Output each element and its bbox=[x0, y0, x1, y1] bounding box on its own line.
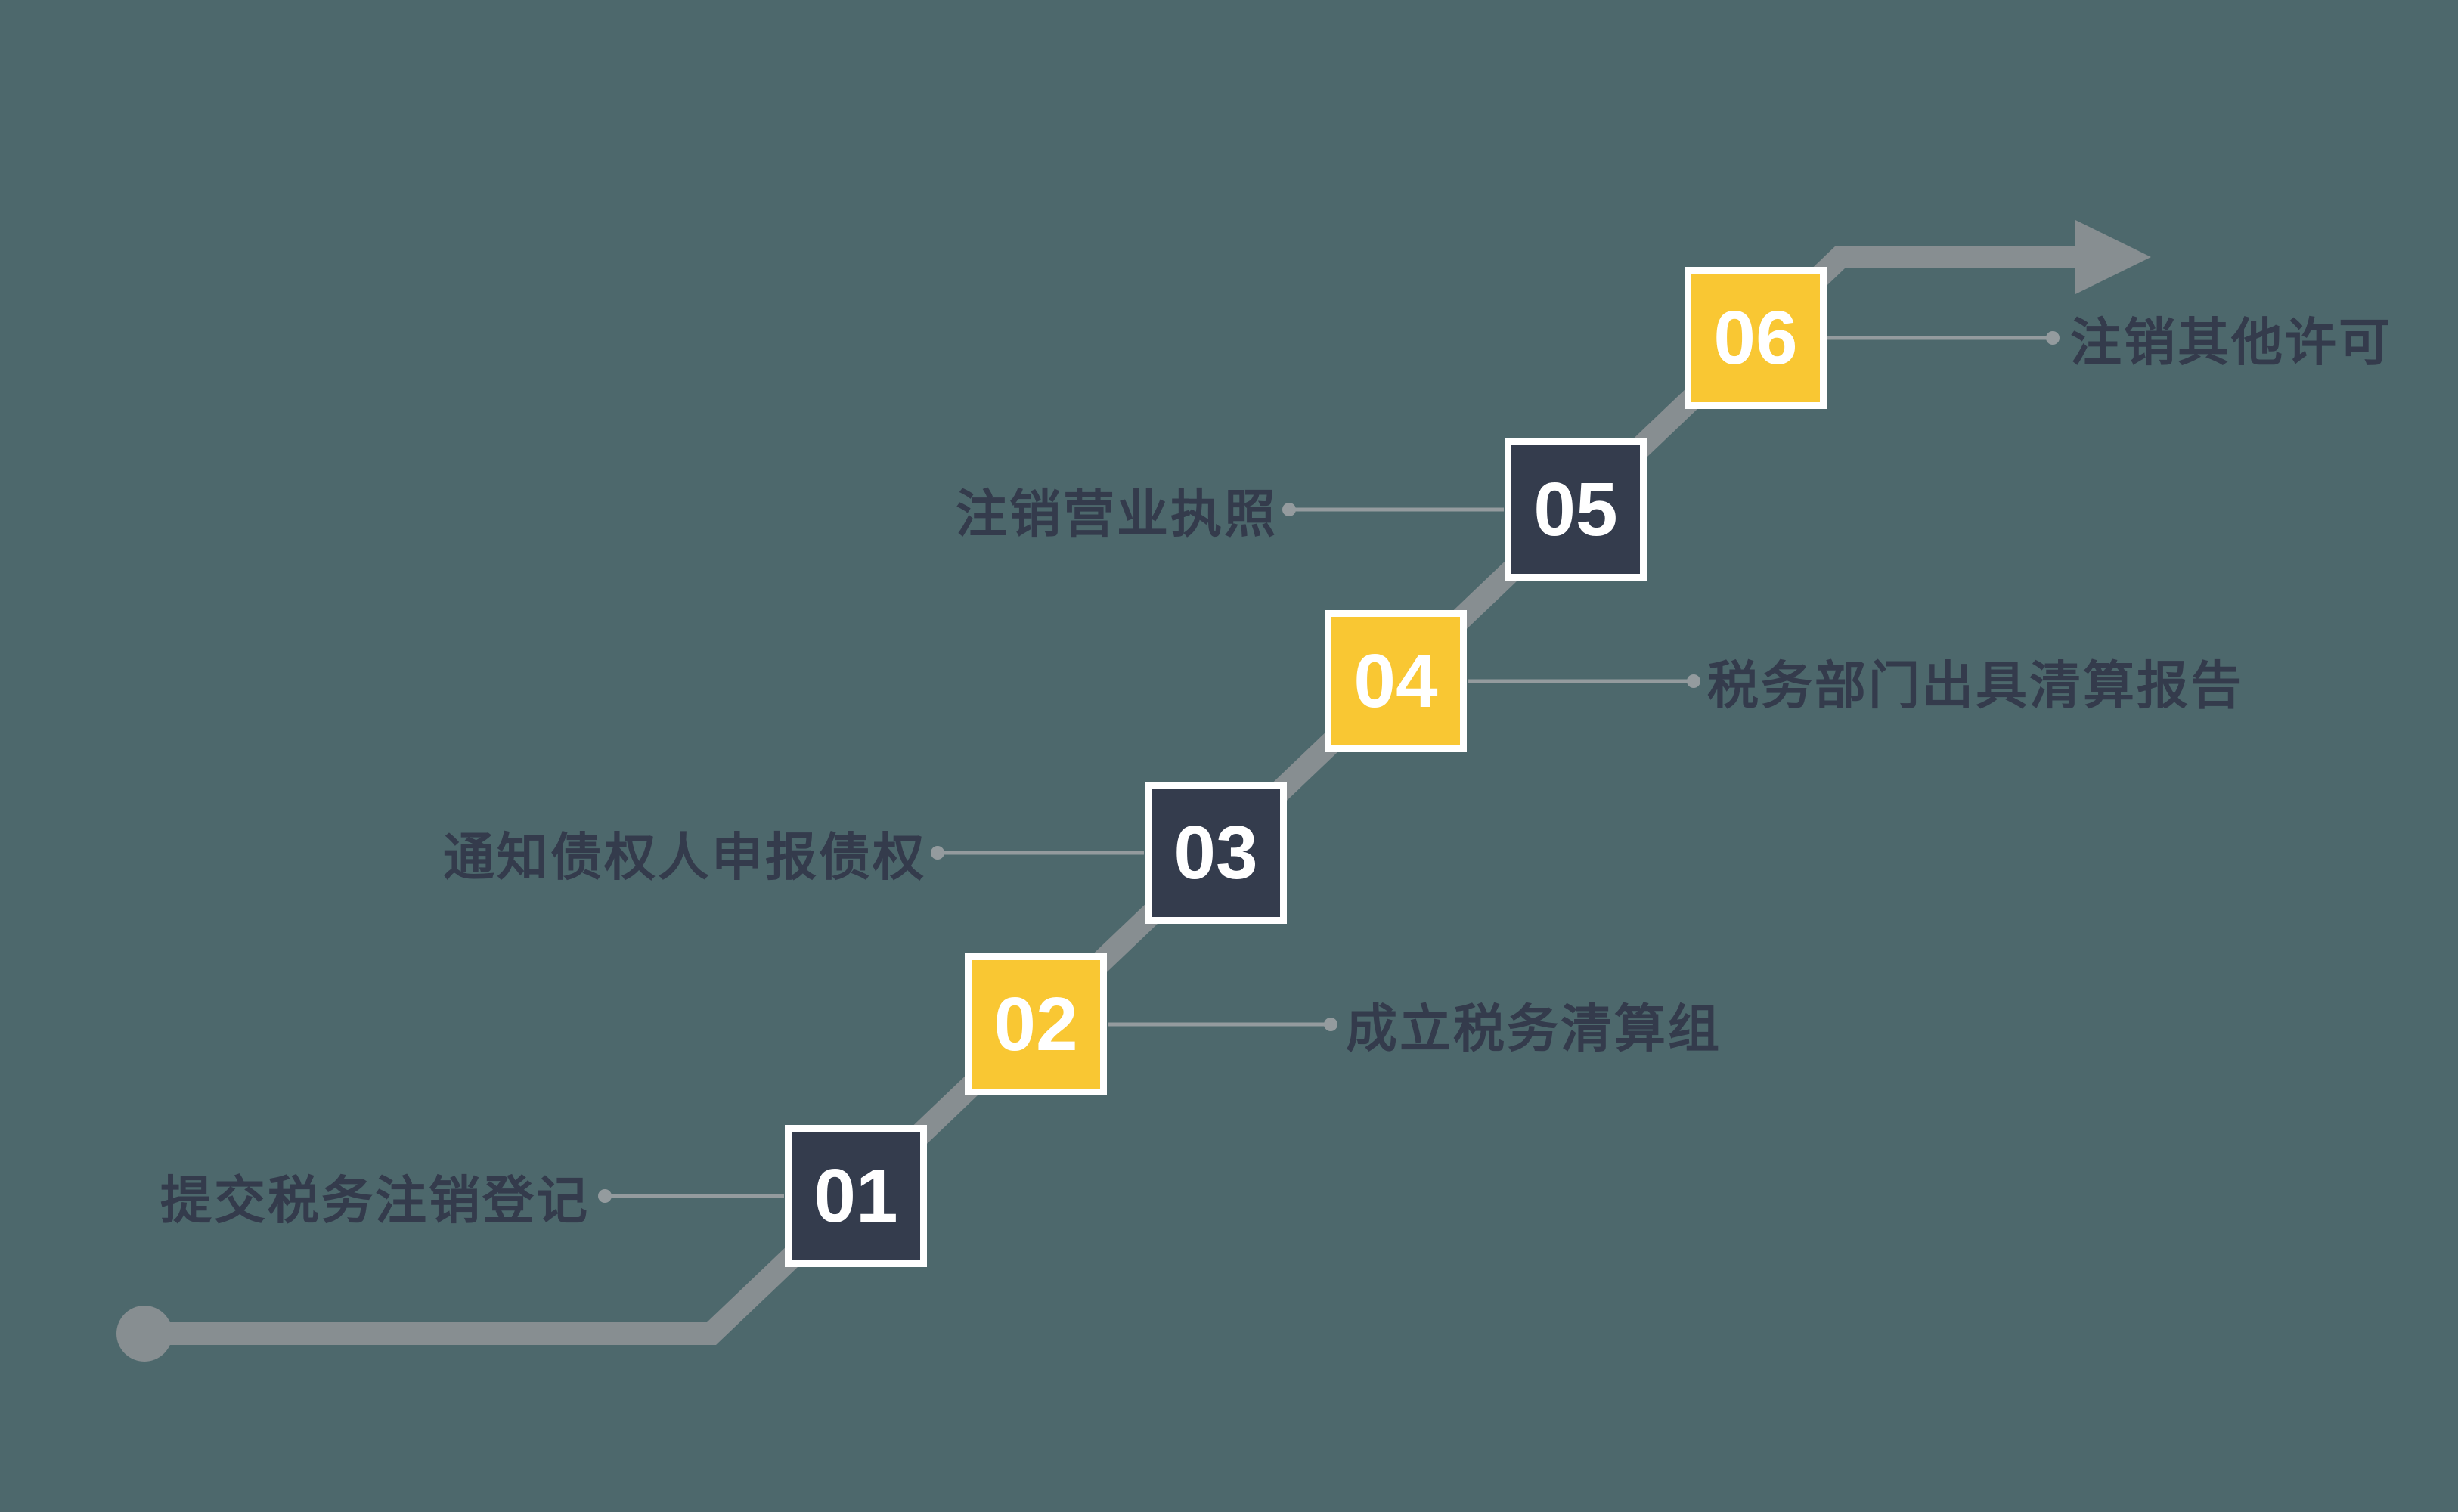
connector-dots bbox=[598, 331, 2060, 1203]
step-label-04: 税务部门出具清算报告 bbox=[1707, 657, 2245, 715]
step-box-03: 03 bbox=[1145, 782, 1287, 924]
connector-dot-icon bbox=[598, 1189, 612, 1203]
step-box-01: 01 bbox=[785, 1125, 927, 1267]
step-box-06: 06 bbox=[1685, 267, 1827, 409]
connector-dot-icon bbox=[931, 846, 944, 860]
step-label-02: 成立税务清算组 bbox=[1346, 1000, 1722, 1058]
step-number: 04 bbox=[1353, 639, 1438, 723]
connector-dot-icon bbox=[2046, 331, 2060, 345]
connector-dot-icon bbox=[1324, 1018, 1337, 1031]
step-box-05: 05 bbox=[1505, 438, 1647, 581]
step-number: 06 bbox=[1713, 296, 1798, 380]
step-label-03: 通知债权人申报债权 bbox=[442, 829, 926, 887]
step-number: 03 bbox=[1173, 810, 1258, 895]
step-number: 05 bbox=[1533, 467, 1618, 552]
connector-dot-icon bbox=[1282, 503, 1296, 516]
step-box-02: 02 bbox=[965, 953, 1107, 1095]
step-number: 01 bbox=[814, 1154, 898, 1238]
arrow-right-icon bbox=[2075, 220, 2151, 294]
step-box-04: 04 bbox=[1325, 610, 1467, 752]
step-label-01: 提交税务注销登记 bbox=[160, 1172, 590, 1230]
connector-dot-icon bbox=[1687, 674, 1700, 688]
label-connectors bbox=[609, 336, 2048, 1198]
step-label-05: 注销营业执照 bbox=[955, 485, 1278, 544]
step-label-06: 注销其他许可 bbox=[2070, 314, 2393, 372]
step-number: 02 bbox=[993, 982, 1078, 1067]
